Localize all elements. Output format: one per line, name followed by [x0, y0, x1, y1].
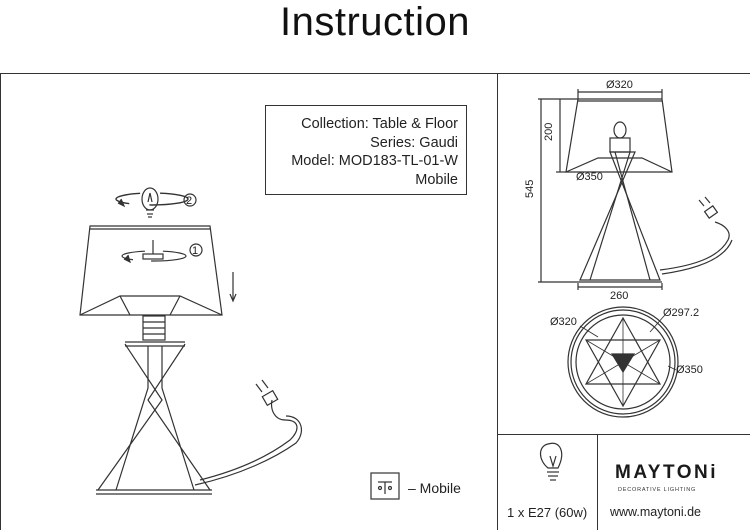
model-text: Model: MOD183-TL-01-W [291, 153, 458, 169]
brand-website: www.maytoni.de [610, 505, 702, 519]
base-frame-drawing [96, 341, 212, 495]
step-2-number: 2 [186, 195, 192, 207]
dim-top-view-297: Ø297.2 [663, 307, 699, 319]
dim-base-width: 260 [610, 290, 628, 302]
series-text: Series: Gaudi [370, 134, 458, 151]
dim-top-view-350: Ø350 [676, 364, 703, 376]
shade-drawing [79, 225, 223, 316]
bulb-spec: 1 x E27 (60w) [507, 505, 588, 520]
bulb-assembly-icon [115, 187, 189, 218]
step-2-marker [183, 193, 197, 207]
step-1-marker [189, 243, 203, 257]
top-view-drawing [567, 306, 679, 418]
drawing-frame [0, 73, 750, 530]
mobile-legend-label: – Mobile [408, 480, 461, 496]
mobile-symbol-icon [370, 472, 400, 500]
dim-total-height: 545 [524, 180, 536, 198]
side-cable-drawing [659, 221, 730, 271]
finish-text: Mobile [415, 171, 458, 188]
dim-top-view-320: Ø320 [550, 316, 577, 328]
brand-logo: MAYTONi [615, 462, 719, 483]
step-1-number: 1 [192, 245, 198, 257]
side-view-drawing [565, 98, 673, 283]
dim-shade-bottom: Ø350 [576, 171, 603, 183]
collection-text: Collection: Table & Floor [301, 116, 458, 132]
page-title: Instruction [279, 0, 471, 44]
light-bulb-icon [539, 442, 563, 481]
dim-shade-top: Ø320 [606, 79, 633, 91]
frame-divider-horizontal [497, 434, 750, 435]
cable-drawing [199, 399, 298, 481]
plug-drawing [261, 389, 279, 407]
frame-divider-bottom [597, 434, 598, 530]
frame-divider-vertical [497, 73, 498, 530]
dim-shade-height: 200 [543, 123, 555, 141]
product-info-box: Collection: Table & Floor Series: Gaudi … [265, 105, 467, 195]
brand-tagline: DECORATIVE LIGHTING [618, 487, 697, 493]
